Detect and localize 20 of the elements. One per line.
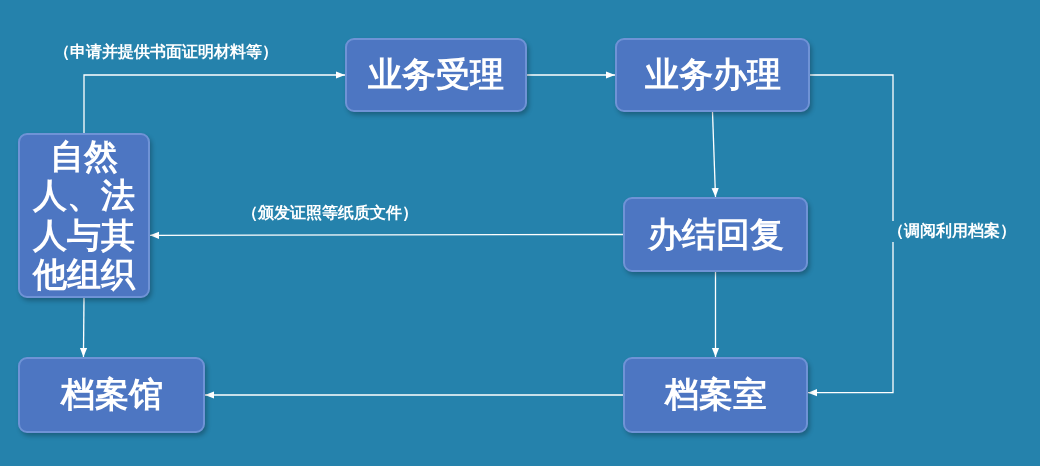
process-box <box>345 38 527 112</box>
node-label: 业务受理 <box>368 55 504 95</box>
arrow <box>526 71 616 79</box>
node-label: 办结回复 <box>647 214 784 255</box>
arrow <box>204 391 624 399</box>
arrow <box>83 71 346 134</box>
arrow <box>149 231 624 239</box>
process-box <box>623 357 808 433</box>
node-label: 档案馆 <box>60 375 163 415</box>
arrow <box>79 297 88 358</box>
arrow <box>807 74 894 397</box>
node-label: 业务办理 <box>644 55 781 95</box>
process-box <box>623 197 808 272</box>
node-label: 档案室 <box>664 375 767 415</box>
process-box <box>18 133 150 298</box>
process-box <box>615 38 810 112</box>
process-box <box>18 357 205 433</box>
arrow <box>711 271 720 358</box>
node-label: 自然人、法人与其他组织 <box>33 137 135 294</box>
arrow <box>711 111 719 198</box>
